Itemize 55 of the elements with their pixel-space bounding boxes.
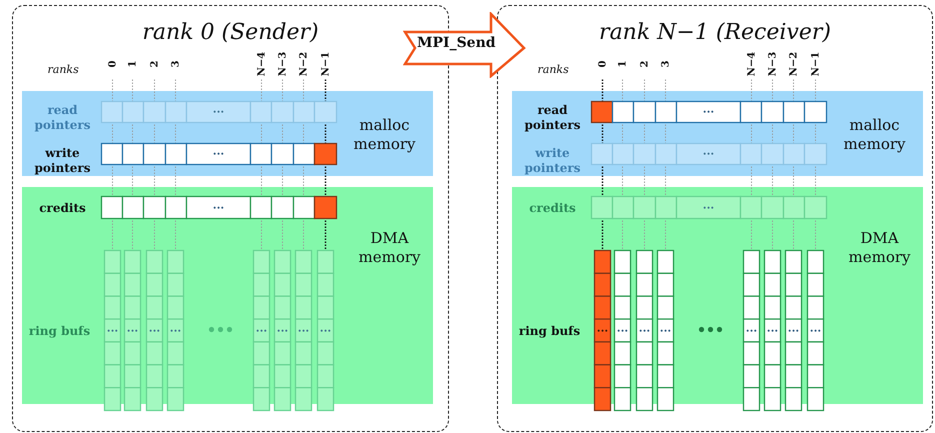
ellipsis-text: ···: [702, 148, 714, 159]
ellipsis-text: ···: [702, 106, 714, 117]
ellipsis-text: ···: [212, 148, 224, 159]
rank-index-label: N−2: [298, 51, 309, 76]
ellipsis-text: ···: [212, 202, 224, 213]
rank-index-label: 0: [597, 60, 608, 67]
ellipsis-text: ···: [106, 325, 118, 336]
row-label: ring bufs: [28, 324, 92, 338]
rank-index-label: N−2: [788, 51, 799, 76]
rank-index-label: 1: [617, 60, 628, 67]
ellipsis-text: ···: [126, 325, 138, 336]
ellipsis-text: ···: [638, 325, 650, 336]
rank-index-label: 1: [127, 60, 138, 67]
rank-index-label: 2: [149, 60, 160, 67]
row-label: write pointers: [34, 146, 92, 176]
rank-index-label: N−3: [277, 51, 288, 76]
rank-index-label: 0: [107, 60, 118, 67]
ellipsis-text: ···: [746, 325, 758, 336]
rank-index-label: 2: [639, 60, 650, 67]
ellipsis-text: ···: [702, 202, 714, 213]
ellipsis-text: ···: [256, 325, 268, 336]
ellipsis-text: ···: [170, 325, 182, 336]
dashed-panel: [497, 5, 933, 432]
rank-index-label: N−1: [810, 51, 821, 76]
region-label: malloc memory: [842, 116, 906, 154]
row-label: credits: [528, 200, 577, 216]
ellipsis-text: ···: [616, 325, 628, 336]
row-label: read pointers: [524, 102, 582, 132]
ellipsis-text: ···: [766, 325, 778, 336]
rank-index-label: 3: [660, 60, 671, 67]
region-label: DMA memory: [848, 228, 912, 266]
row-label: read pointers: [34, 102, 92, 132]
ellipsis-text: ···: [596, 325, 608, 336]
rank-index-label: N−4: [256, 51, 267, 76]
ellipsis-text: ···: [276, 325, 288, 336]
rank-index-label: N−3: [767, 51, 778, 76]
axis-label: ranks: [538, 62, 569, 76]
ellipsis-text: ···: [810, 325, 822, 336]
arrow-label: MPI_Send: [417, 35, 496, 51]
ellipsis-text: ···: [298, 325, 310, 336]
row-label: ring bufs: [518, 324, 582, 338]
ellipsis-text: ···: [148, 325, 160, 336]
ellipsis-text: ···: [660, 325, 672, 336]
rank-index-label: N−1: [320, 51, 331, 76]
panel-title: rank N−1 (Receiver): [598, 20, 832, 45]
row-label: credits: [38, 200, 87, 216]
region-label: malloc memory: [352, 116, 416, 154]
region-label: DMA memory: [358, 228, 422, 266]
rank-index-label: N−4: [746, 51, 757, 76]
ellipsis-text: ···: [212, 106, 224, 117]
rank-index-label: 3: [170, 60, 181, 67]
row-label: write pointers: [524, 146, 582, 176]
ellipsis-text: ···: [788, 325, 800, 336]
axis-label: ranks: [48, 62, 79, 76]
ellipsis-text: ···: [320, 325, 332, 336]
